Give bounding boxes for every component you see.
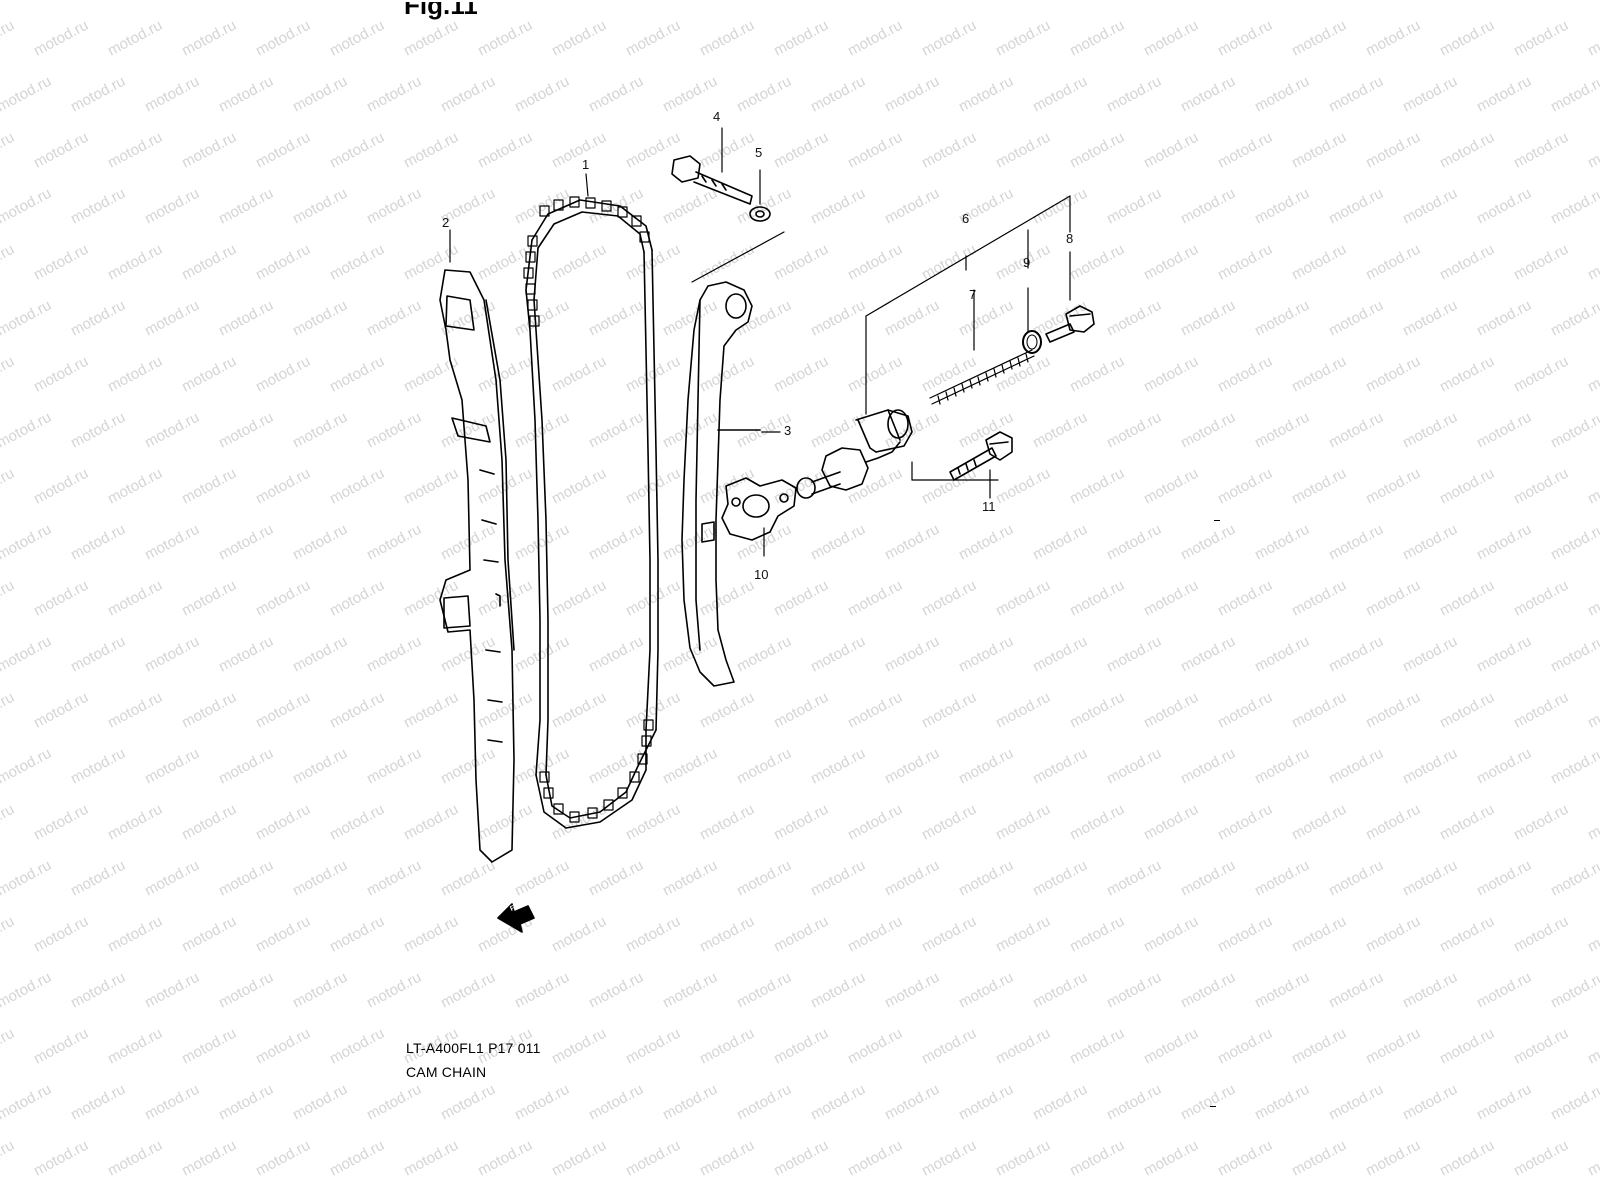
- callout-4: 4: [713, 109, 721, 124]
- tensioner-assy-no6: [796, 409, 913, 499]
- callout-5: 5: [755, 145, 763, 160]
- gasket-no10: [721, 477, 797, 541]
- fwd-arrow-icon: [497, 903, 535, 933]
- cap-bolt-no8: [1045, 305, 1095, 343]
- callout-6: 6: [962, 211, 970, 226]
- figure-header: Fig.11: [404, 0, 478, 20]
- diagram-title: CAM CHAIN: [406, 1064, 487, 1080]
- chain-guide-no2: [439, 269, 515, 863]
- diagram-code: LT-A400FL1 P17 011: [406, 1040, 541, 1056]
- bolt-no4: [671, 155, 753, 205]
- callout-2: 2: [442, 215, 450, 230]
- callout-3: 3: [784, 423, 792, 438]
- callout-8: 8: [1066, 231, 1074, 246]
- callout-10: 10: [754, 567, 769, 582]
- washer-no5: [749, 206, 771, 222]
- stray-mark: [1214, 520, 1220, 521]
- spring-no7: [929, 349, 1035, 405]
- tensioner-guide-no3: [681, 281, 761, 687]
- o-ring-no9: [1022, 330, 1042, 354]
- callout-7: 7: [969, 287, 977, 302]
- callout-11: 11: [982, 499, 996, 514]
- callout-1: 1: [582, 157, 590, 172]
- leader-lines: [449, 127, 1071, 557]
- callout-9: 9: [1023, 255, 1031, 270]
- bolt-no11: [949, 431, 1013, 481]
- stray-mark: [1210, 1106, 1216, 1107]
- cam-chain-no1: [523, 196, 659, 829]
